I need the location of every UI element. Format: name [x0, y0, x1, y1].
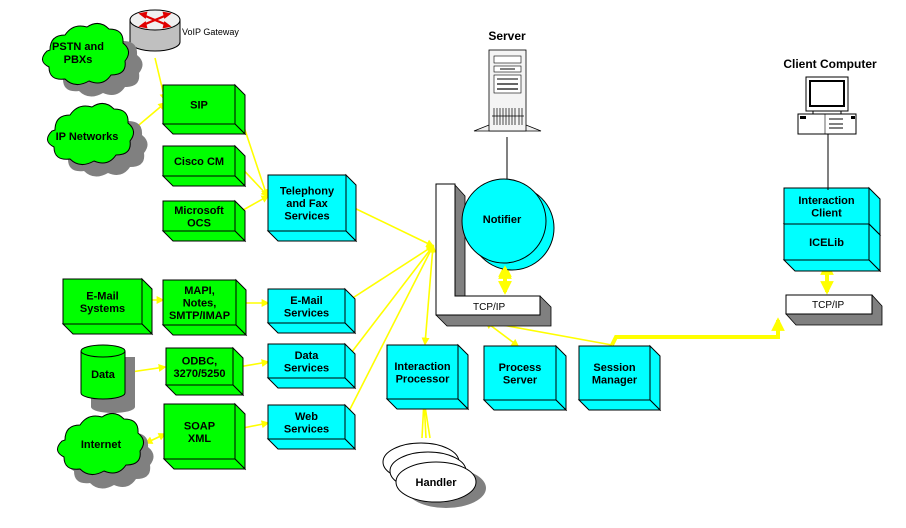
box-icelib-label: ICELib [809, 237, 844, 249]
box-process-server-line: Server [503, 374, 538, 386]
box-cisco: Cisco CM [161, 144, 247, 188]
box-ocs-line: OCS [187, 217, 211, 229]
box-odbc-line: ODBC, [182, 355, 217, 367]
box-email-systems-line: Systems [80, 303, 125, 315]
box-telephony-line: and Fax [286, 198, 328, 210]
connector-session-client-tcp [610, 317, 785, 346]
server-tcpip-label: TCP/IP [473, 302, 506, 313]
box-odbc-line: 3270/5250 [174, 368, 226, 380]
box-cisco-label: Cisco CM [174, 156, 224, 168]
box-mapi-line: MAPI, [184, 285, 215, 297]
box-ocs-line: Microsoft [174, 205, 224, 217]
notifier-label: Notifier [483, 214, 522, 226]
box-email-services-line: E-Mail [290, 295, 322, 307]
box-interaction-processor-line: Interaction [394, 361, 451, 373]
box-icelib-line: ICELib [809, 237, 844, 249]
box-sip-label: SIP [190, 100, 208, 112]
cloud-internet: Internet [57, 413, 154, 489]
box-interaction-client-line: Interaction [798, 195, 855, 207]
server-title: Server [488, 29, 526, 43]
cloud-ip-label: IP Networks [56, 131, 119, 143]
box-soap-line: XML [188, 433, 212, 445]
box-data-services-line: Data [295, 350, 320, 362]
handler-label: Handler [416, 477, 458, 489]
client-computer-icon [797, 76, 857, 135]
database-icon [80, 344, 135, 413]
box-sip: SIP [161, 83, 247, 136]
connector-hub-processor [421, 244, 437, 346]
box-mapi-label: MAPI,Notes,SMTP/IMAP [169, 285, 230, 322]
data-store-label: Data [91, 369, 116, 381]
box-interaction-processor-line: Processor [396, 373, 451, 385]
box-soap-line: SOAP [184, 420, 215, 432]
client-tcpip-bus: TCP/IP [785, 294, 883, 326]
box-mapi-line: Notes, [183, 298, 217, 310]
cloud-internet-label: Internet [81, 439, 122, 451]
box-session-manager-line: Session [593, 362, 635, 374]
box-mapi: MAPI,Notes,SMTP/IMAP [161, 278, 248, 337]
box-odbc-label: ODBC,3270/5250 [174, 355, 226, 380]
server-icon [473, 49, 542, 132]
router-icon [129, 9, 181, 52]
box-data-services-line: Services [284, 362, 329, 374]
notifier: Notifier [461, 178, 555, 271]
box-web-services-line: Services [284, 423, 329, 435]
box-sip-line: SIP [190, 100, 208, 112]
box-telephony-line: Telephony [280, 186, 335, 198]
box-odbc: ODBC,3270/5250 [164, 346, 245, 397]
cloud-ip-networks: IP Networks [47, 103, 148, 177]
connector-hub-data [347, 244, 434, 359]
box-cisco-line: Cisco CM [174, 156, 224, 168]
handler-stack: Handler [382, 442, 486, 508]
box-web-services-line: Web [295, 411, 318, 423]
connector-hub-web [345, 244, 434, 419]
client-tcpip-label: TCP/IP [812, 300, 845, 311]
box-email-systems-line: E-Mail [86, 290, 118, 302]
voip-gateway: VoIP Gateway [129, 9, 239, 52]
box-process-server-line: Process [499, 362, 542, 374]
box-interaction-client-line: Client [811, 207, 842, 219]
thick-connectors [498, 261, 834, 346]
box-mapi-line: SMTP/IMAP [169, 310, 230, 322]
client-title: Client Computer [783, 57, 877, 71]
voip-gateway-label: VoIP Gateway [182, 27, 239, 37]
box-telephony-line: Services [284, 211, 329, 223]
connector-hub-telephony [346, 204, 435, 247]
box-icelib: ICELib [782, 222, 882, 273]
box-email-services-line: Services [284, 307, 329, 319]
data-store: Data [80, 344, 135, 413]
connector-internet-soap [144, 433, 167, 444]
connector-hub-email [346, 245, 435, 302]
box-session-manager-line: Manager [592, 374, 638, 386]
